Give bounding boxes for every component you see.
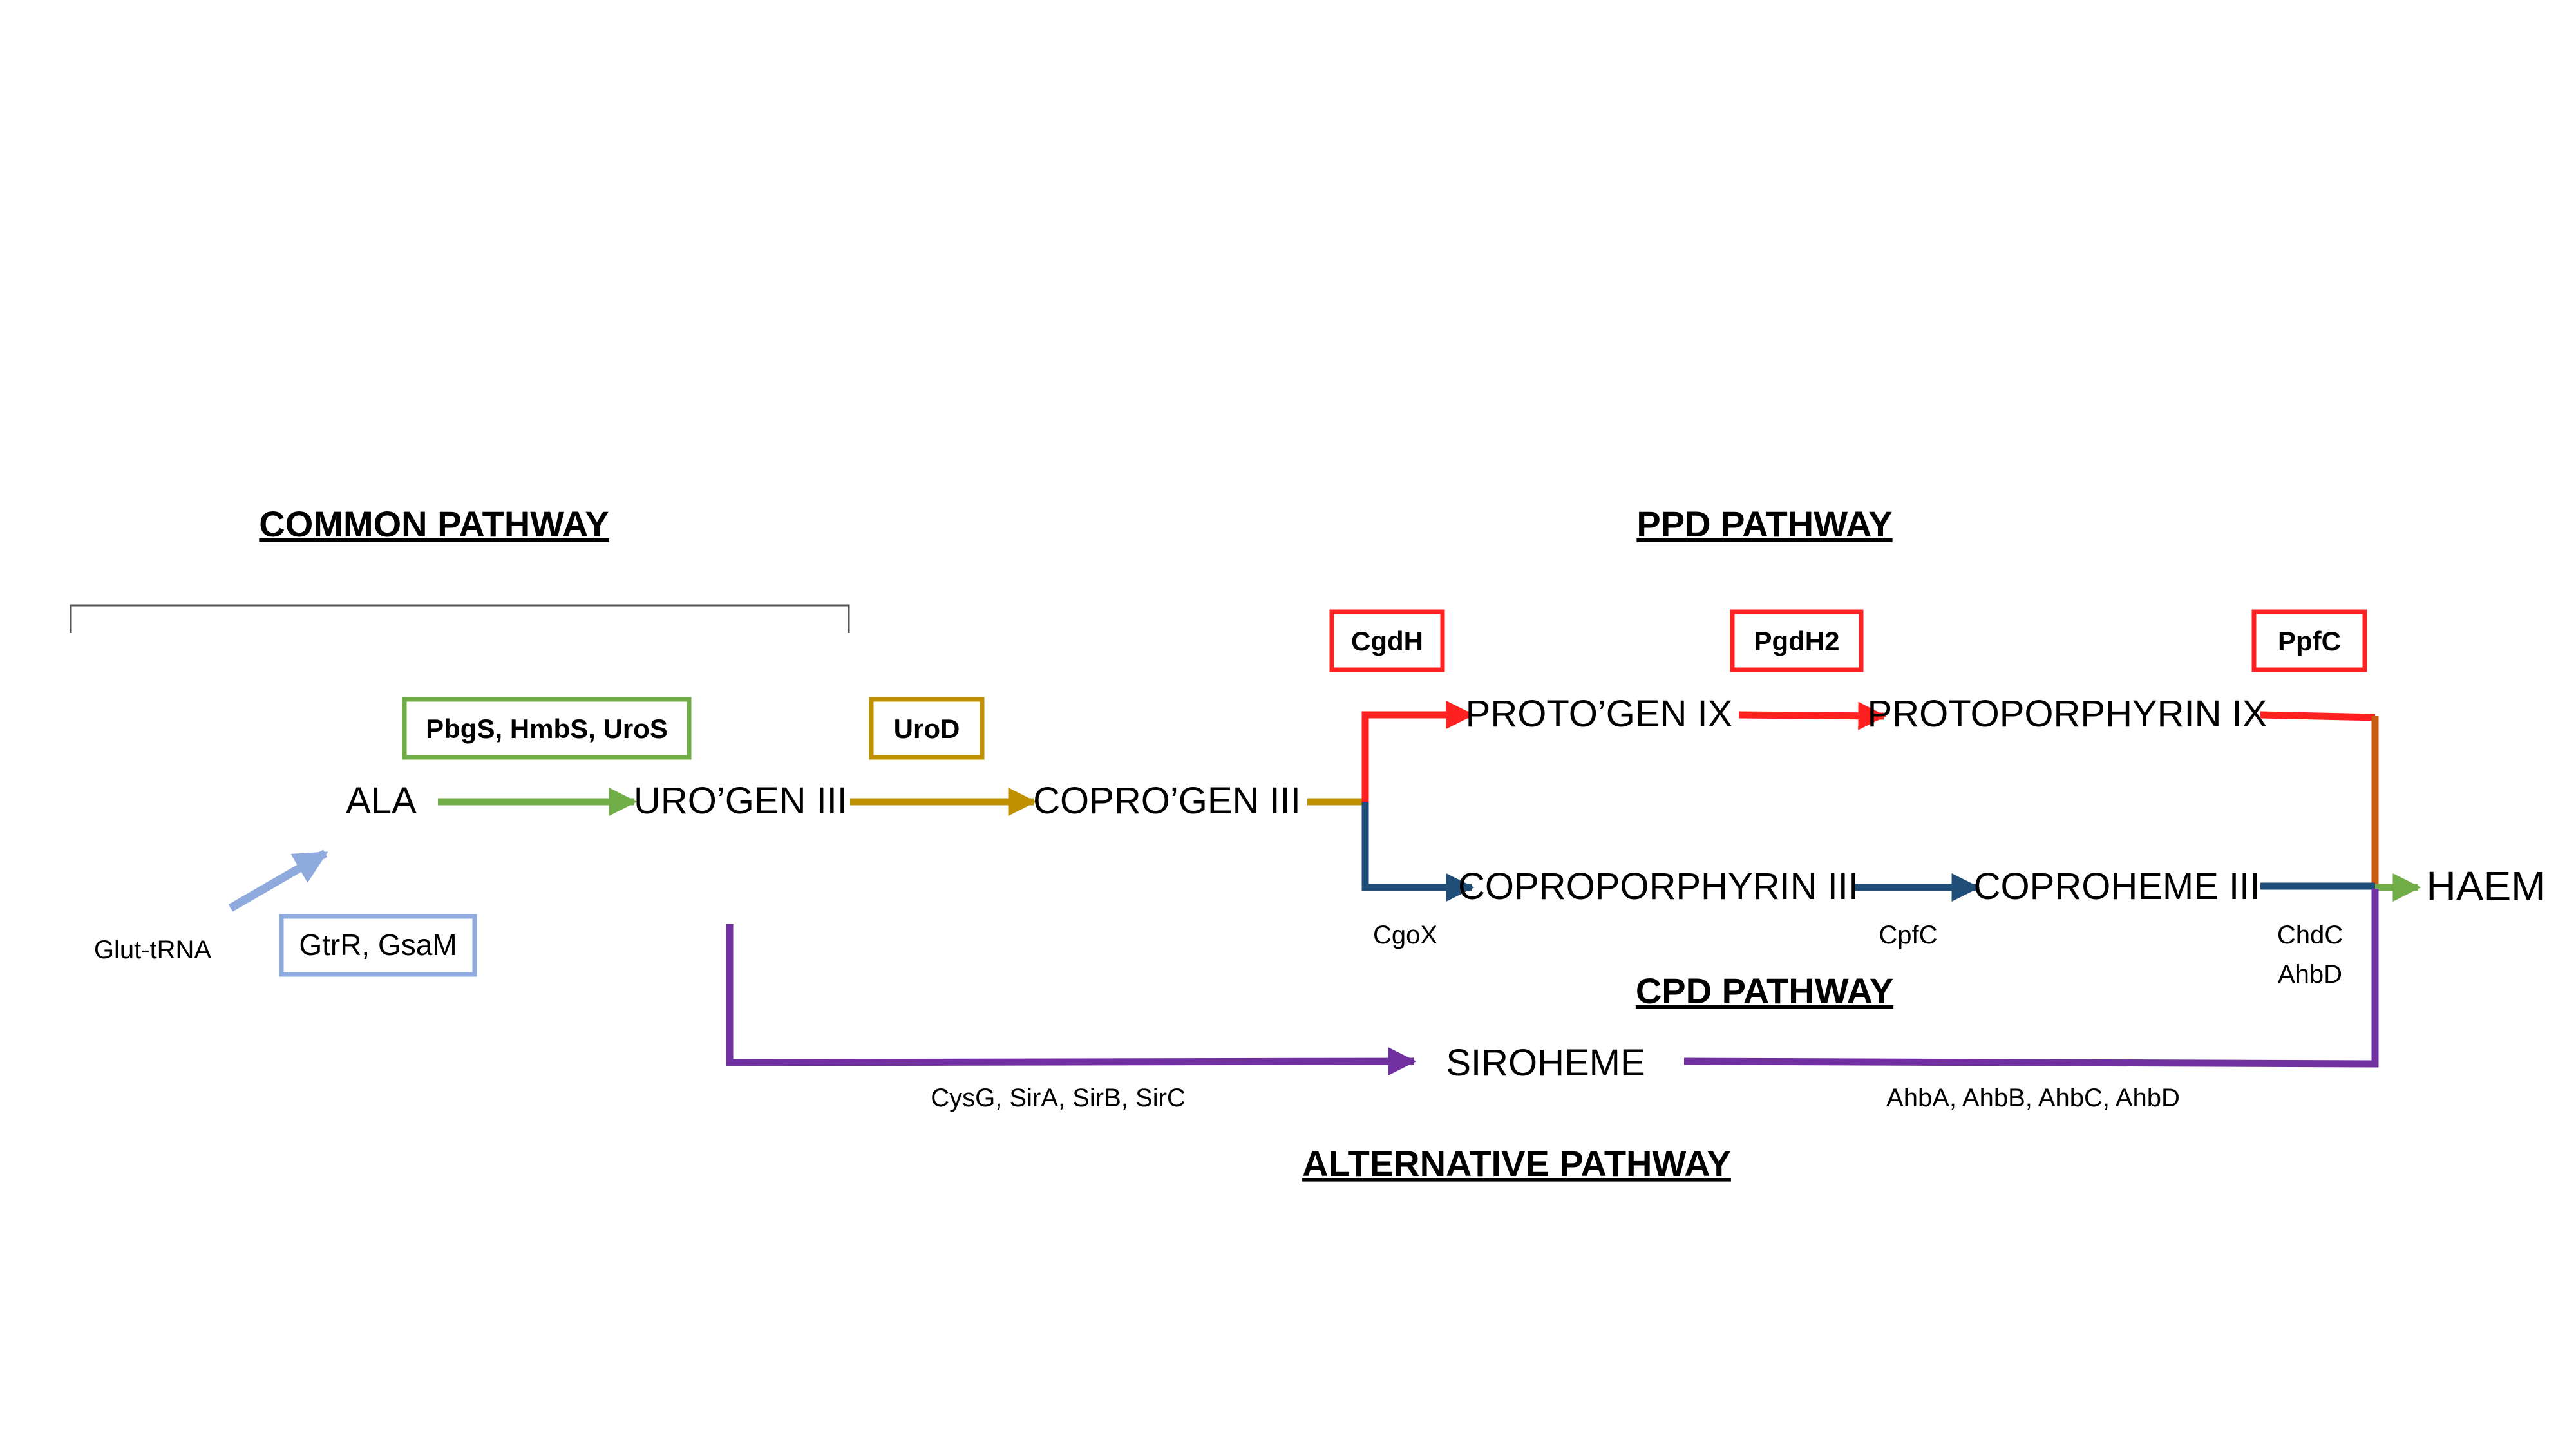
- molecule-haem: HAEM: [2427, 863, 2546, 909]
- heading-cpd-pathway: CPD PATHWAY: [1636, 971, 1893, 1011]
- arrow-to-coproporphyrin: [1361, 802, 1475, 902]
- enzyme-box-ppfc: [2251, 609, 2367, 672]
- enzyme-pgdh2-label: PgdH2: [1754, 626, 1839, 656]
- molecule-urogen: URO’GEN III: [634, 780, 848, 822]
- molecule-ala: ALA: [346, 780, 417, 822]
- molecule-siroheme: SIROHEME: [1446, 1042, 1645, 1084]
- heading-alternative-pathway: ALTERNATIVE PATHWAY: [1302, 1143, 1731, 1184]
- heading-common-pathway: COMMON PATHWAY: [259, 504, 609, 544]
- enzyme-box-urod: [869, 697, 985, 760]
- enzyme-cysg-label: CysG, SirA, SirB, SirC: [931, 1084, 1186, 1112]
- enzyme-box-gtrr: [279, 914, 477, 977]
- enzyme-ppfc-label: PpfC: [2278, 626, 2341, 656]
- molecule-coprogen: COPRO’GEN III: [1033, 780, 1301, 822]
- enzyme-cgox-label: CgoX: [1373, 921, 1437, 949]
- molecule-glut-trna: Glut-tRNA: [94, 936, 212, 964]
- enzyme-chdc-label: ChdC: [2277, 921, 2343, 949]
- enzyme-ahbd-label: AhbD: [2278, 960, 2342, 989]
- arrow-urogen-to-siroheme: [726, 924, 1417, 1076]
- enzyme-box-cgdh: [1329, 609, 1445, 672]
- arrow-to-protogen: [1361, 701, 1475, 802]
- enzyme-cpfc-label: CpfC: [1879, 921, 1937, 949]
- arrow-protogen-to-protoporphyrin: [1738, 701, 1887, 730]
- enzyme-ahb-label: AhbA, AhbB, AhbC, AhbD: [1886, 1084, 2180, 1112]
- connector-siroheme-to-haem: [1683, 889, 2379, 1068]
- common-pathway-bracket: [70, 604, 850, 633]
- arrow-glut-to-ala: [228, 849, 328, 912]
- heading-ppd-pathway: PPD PATHWAY: [1636, 504, 1892, 544]
- molecule-coproporphyrin: COPROPORPHYRIN III: [1458, 866, 1859, 907]
- connector-protoporphyrin: [2260, 711, 2376, 721]
- enzyme-gtrr-label: GtrR, GsaM: [299, 928, 457, 961]
- enzyme-cgdh-label: CgdH: [1351, 626, 1423, 656]
- molecule-protogen: PROTO’GEN IX: [1466, 693, 1733, 735]
- molecule-protoporphyrin: PROTOPORPHYRIN IX: [1868, 693, 2268, 735]
- enzyme-urod-label: UroD: [894, 714, 960, 744]
- enzyme-box-pgdh2: [1730, 609, 1864, 672]
- enzyme-box-pbgs: [402, 697, 692, 760]
- enzyme-pbgs-label: PbgS, HmbS, UroS: [426, 714, 668, 744]
- molecule-coproheme: COPROHEME III: [1974, 866, 2260, 907]
